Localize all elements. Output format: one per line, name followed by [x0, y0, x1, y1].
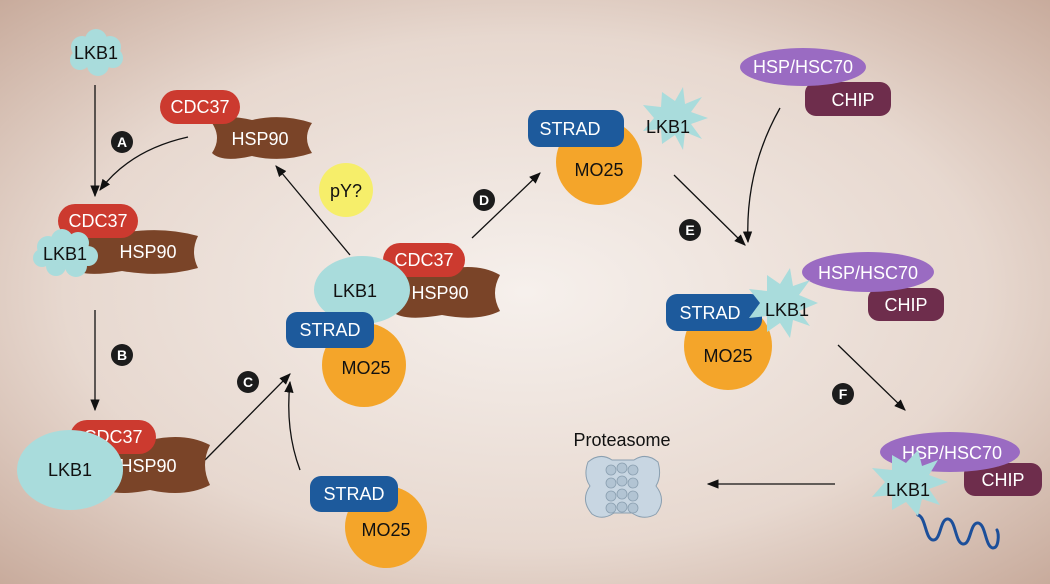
- chip-label: CHIP: [884, 295, 927, 315]
- hsp-hsc70-label: HSP/HSC70: [902, 443, 1002, 463]
- chip-shape: [805, 82, 891, 116]
- mo25-label: MO25: [341, 358, 390, 378]
- lkb1-label: LKB1: [74, 43, 118, 63]
- cdc37-label: CDC37: [68, 211, 127, 231]
- cdc37-label: CDC37: [394, 250, 453, 270]
- cdc37-shape: [58, 204, 138, 238]
- hsp90-shape: [212, 117, 312, 159]
- lkb1-label: LKB1: [886, 480, 930, 500]
- lkb1-strad-mo25-hsp90-complex: HSP90 CDC37 LKB1 MO25 STRAD: [286, 243, 500, 407]
- lkb1-starburst-shape: [872, 450, 948, 516]
- ubiquitinated-lkb1-complex: CHIP HSP/HSC70 LKB1: [872, 432, 1042, 550]
- chip-shape: [868, 288, 944, 321]
- active-lkb1-complex: MO25 STRAD LKB1: [528, 87, 708, 205]
- svg-text:B: B: [117, 347, 127, 363]
- step-e-marker: E: [679, 219, 701, 241]
- lkb1-label: LKB1: [48, 460, 92, 480]
- arrow-e-diagonal: [673, 174, 746, 246]
- lkb1-chip-complex: CHIP HSP/HSC70 MO25 STRAD LKB1: [666, 252, 944, 390]
- cdc37-hsp90-complex-top: HSP90 CDC37: [160, 90, 312, 159]
- arrow-d-diagonal: [471, 172, 541, 239]
- lkb1-starburst-shape: [749, 268, 818, 338]
- arrow-c-diagonal: [204, 373, 291, 461]
- lkb1-cdc37-hsp90-complex: HSP90 CDC37 LKB1: [33, 204, 198, 277]
- svg-text:F: F: [839, 386, 848, 402]
- py-label: pY?: [330, 181, 362, 201]
- hsp-hsc70-chip-complex: CHIP HSP/HSC70: [740, 48, 891, 116]
- proteasome: Proteasome: [573, 430, 671, 518]
- strad-label: STRAD: [679, 303, 740, 323]
- hsp90-label: HSP90: [231, 129, 288, 149]
- strad-shape: [310, 476, 398, 512]
- hsp-hsc70-shape: [740, 48, 866, 86]
- lkb1-cloud-shape: [70, 29, 123, 76]
- arrow-strad-join: [284, 380, 301, 471]
- lkb1-starburst-shape: [643, 87, 708, 150]
- step-c-marker: C: [237, 371, 259, 393]
- cdc37-shape: [160, 90, 240, 124]
- svg-text:C: C: [243, 374, 253, 390]
- hsp90-label: HSP90: [119, 456, 176, 476]
- strad-label: STRAD: [539, 119, 600, 139]
- proteasome-label: Proteasome: [573, 430, 670, 450]
- lkb1-label: LKB1: [765, 300, 809, 320]
- mo25-label: MO25: [574, 160, 623, 180]
- strad-shape: [528, 110, 624, 147]
- arrow-hsp90-binding: [99, 136, 189, 191]
- strad-label: STRAD: [299, 320, 360, 340]
- mo25-label: MO25: [703, 346, 752, 366]
- step-d-marker: D: [473, 189, 495, 211]
- cdc37-label: CDC37: [170, 97, 229, 117]
- arrows: [90, 85, 906, 489]
- arrow-release-hsp90: [275, 165, 351, 256]
- svg-text:E: E: [685, 222, 694, 238]
- free-lkb1: LKB1: [70, 29, 123, 76]
- hsp90-shape: [72, 230, 198, 274]
- hsp-hsc70-label: HSP/HSC70: [818, 263, 918, 283]
- lkb1-shape: [314, 256, 410, 324]
- proteasome-icon: [585, 456, 662, 518]
- hsp-hsc70-shape: [802, 252, 934, 292]
- arrow-chip-join: [742, 107, 781, 244]
- svg-text:D: D: [479, 192, 489, 208]
- strad-shape: [666, 294, 762, 331]
- strad-shape: [286, 312, 374, 348]
- arrow-f-diagonal: [837, 344, 906, 411]
- strad-label: STRAD: [323, 484, 384, 504]
- hsp90-label: HSP90: [119, 242, 176, 262]
- lkb1-cloud-shape: [33, 229, 98, 277]
- step-f-marker: F: [832, 383, 854, 405]
- phosphotyrosine-bubble: pY?: [319, 163, 373, 217]
- ubiquitin-chain: [916, 513, 1000, 550]
- chip-label: CHIP: [981, 470, 1024, 490]
- lkb1-label: LKB1: [43, 244, 87, 264]
- hsp90-shape: [392, 266, 500, 318]
- svg-text:A: A: [117, 134, 127, 150]
- step-b-marker: B: [111, 344, 133, 366]
- lkb1-shape: [17, 430, 123, 510]
- cdc37-shape: [383, 243, 465, 277]
- chip-label: CHIP: [831, 90, 874, 110]
- lkb1-label: LKB1: [333, 281, 377, 301]
- mo25-label: MO25: [361, 520, 410, 540]
- chip-shape: [964, 463, 1042, 496]
- strad-mo25-complex: MO25 STRAD: [310, 476, 427, 568]
- lkb1-folded-complex: HSP90 CDC37 LKB1: [17, 420, 210, 510]
- lkb1-label: LKB1: [646, 117, 690, 137]
- hsp-hsc70-label: HSP/HSC70: [753, 57, 853, 77]
- hsp90-label: HSP90: [411, 283, 468, 303]
- step-a-marker: A: [111, 131, 133, 153]
